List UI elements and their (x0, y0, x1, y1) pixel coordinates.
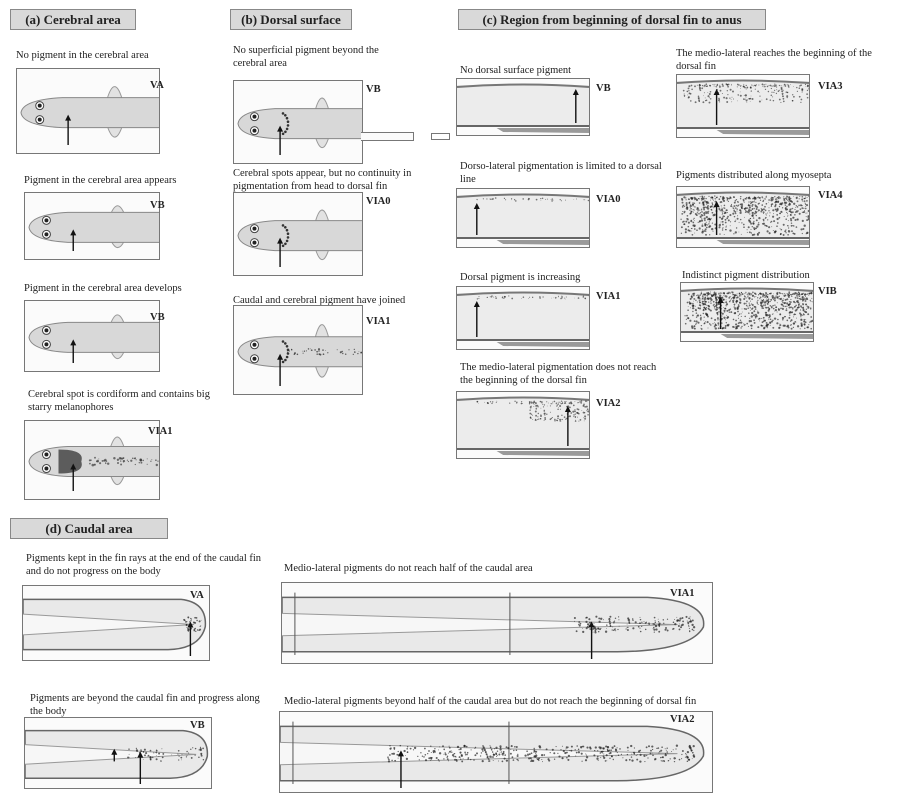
larva-head-icon (237, 220, 362, 252)
pointer-arrow-icon (277, 125, 284, 155)
pointer-arrow-icon (713, 89, 720, 125)
cerebral-panel-4 (24, 420, 160, 500)
region-caption-2: Dorso-lateral pigmentation is limited to… (460, 161, 662, 185)
region-panel-1 (456, 78, 590, 136)
caudal-caption-1: Pigments kept in the fin rays at the end… (26, 553, 262, 577)
section-header-dorsal: (b) Dorsal surface (230, 9, 352, 30)
larva-head-icon (28, 321, 159, 353)
dorsal-caption-2: Cerebral spots appear, but no continuity… (233, 168, 412, 192)
region-caption-3: Dorsal pigment is increasing (460, 272, 581, 283)
region-tag-7: VIB (818, 286, 837, 297)
pointer-arrow-icon (70, 463, 77, 491)
cerebral-tag-4: VIA1 (148, 426, 173, 437)
region-caption-6: Pigments distributed along myosepta (676, 170, 832, 181)
dorsal-caption-1: No superficial pigment beyond the cerebr… (233, 45, 379, 69)
region-caption-1: No dorsal surface pigment (460, 65, 572, 76)
dorsal-tag-1: VB (366, 84, 381, 95)
region-caption-5: The medio-lateral reaches the beginning … (676, 48, 872, 72)
body-segment (677, 81, 809, 129)
pointer-arrow-icon (588, 621, 595, 659)
cerebral-tag-3: VB (150, 312, 165, 323)
larva-head-icon (237, 108, 362, 140)
cerebral-panel-3 (24, 300, 160, 372)
cerebral-spot-icon (58, 449, 82, 474)
cerebral-tag-1: VA (150, 80, 164, 91)
caudal-caption-2: Medio-lateral pigments do not reach half… (284, 563, 533, 574)
pointer-arrow-icon (277, 237, 284, 267)
dorsal-caption-3: Caudal and cerebral pigment have joined (233, 295, 406, 306)
cerebral-panel-2 (24, 192, 160, 260)
pointer-arrow-icon (137, 751, 144, 784)
caudal-panel-2 (281, 582, 713, 664)
pointer-arrow-icon (70, 229, 77, 251)
section-header-cerebral: (a) Cerebral area (10, 9, 136, 30)
dorsal-connector-bar (361, 132, 414, 141)
region-connector-bar (431, 133, 450, 140)
pointer-arrow-icon (70, 339, 77, 363)
dorsal-panel-1 (233, 80, 363, 164)
pointer-arrow-icon (717, 297, 724, 329)
pointer-arrow-icon (65, 114, 72, 145)
region-panel-3 (456, 286, 590, 350)
pointer-arrow-icon (277, 353, 284, 386)
body-segment (457, 293, 589, 341)
larva-head-icon (28, 211, 159, 243)
pointer-arrow-icon (111, 748, 118, 762)
pointer-arrow-icon (187, 621, 194, 656)
region-caption-4: The medio-lateral pigmentation does not … (460, 362, 657, 386)
dorsal-tag-2: VIA0 (366, 196, 391, 207)
region-tag-1: VB (596, 83, 611, 94)
region-tag-6: VIA4 (818, 190, 843, 201)
caudal-caption-3: Pigments are beyond the caudal fin and p… (30, 693, 260, 717)
larva-head-icon (237, 336, 362, 368)
region-panel-5 (676, 74, 810, 138)
region-panel-7 (680, 282, 814, 342)
region-tag-5: VIA3 (818, 81, 843, 92)
caudal-panel-1 (22, 585, 210, 661)
cerebral-caption-3: Pigment in the cerebral area develops (24, 283, 182, 294)
tail-body-icon (23, 613, 195, 636)
region-panel-6 (676, 186, 810, 248)
body-segment (457, 195, 589, 239)
region-tag-4: VIA2 (596, 398, 621, 409)
cerebral-tag-2: VB (150, 200, 165, 211)
cerebral-panel-1 (16, 68, 160, 154)
pointer-arrow-icon (473, 203, 480, 235)
larva-head-icon (20, 97, 159, 129)
dorsal-tag-3: VIA1 (366, 316, 391, 327)
dorsal-panel-3 (233, 305, 363, 395)
region-panel-2 (456, 188, 590, 248)
cerebral-caption-1: No pigment in the cerebral area (16, 50, 149, 61)
region-panel-4 (456, 391, 590, 459)
body-segment (681, 289, 813, 333)
body-segment (457, 398, 589, 450)
pointer-arrow-icon (473, 301, 480, 337)
region-tag-2: VIA0 (596, 194, 621, 205)
caudal-tag-2: VIA1 (670, 588, 695, 599)
pointer-arrow-icon (572, 89, 579, 123)
dorsal-panel-2 (233, 192, 363, 276)
caudal-caption-4: Medio-lateral pigments beyond half of th… (284, 696, 697, 707)
region-tag-3: VIA1 (596, 291, 621, 302)
caudal-tag-4: VIA2 (670, 714, 695, 725)
tail-body-icon (282, 612, 678, 637)
caudal-panel-3 (24, 717, 212, 789)
section-header-caudal: (d) Caudal area (10, 518, 168, 539)
pointer-arrow-icon (397, 750, 404, 788)
region-caption-7: Indistinct pigment distribution (682, 270, 810, 281)
tail-body-icon (25, 744, 197, 765)
cerebral-caption-4: Cerebral spot is cordiform and contains … (28, 389, 210, 413)
caudal-tag-1: VA (190, 590, 204, 601)
caudal-panel-4 (279, 711, 713, 793)
pointer-arrow-icon (564, 406, 571, 446)
caudal-tag-3: VB (190, 720, 205, 731)
pointer-arrow-icon (713, 201, 720, 235)
cerebral-caption-2: Pigment in the cerebral area appears (24, 175, 177, 186)
body-segment (457, 85, 589, 127)
section-header-region: (c) Region from beginning of dorsal fin … (458, 9, 766, 30)
